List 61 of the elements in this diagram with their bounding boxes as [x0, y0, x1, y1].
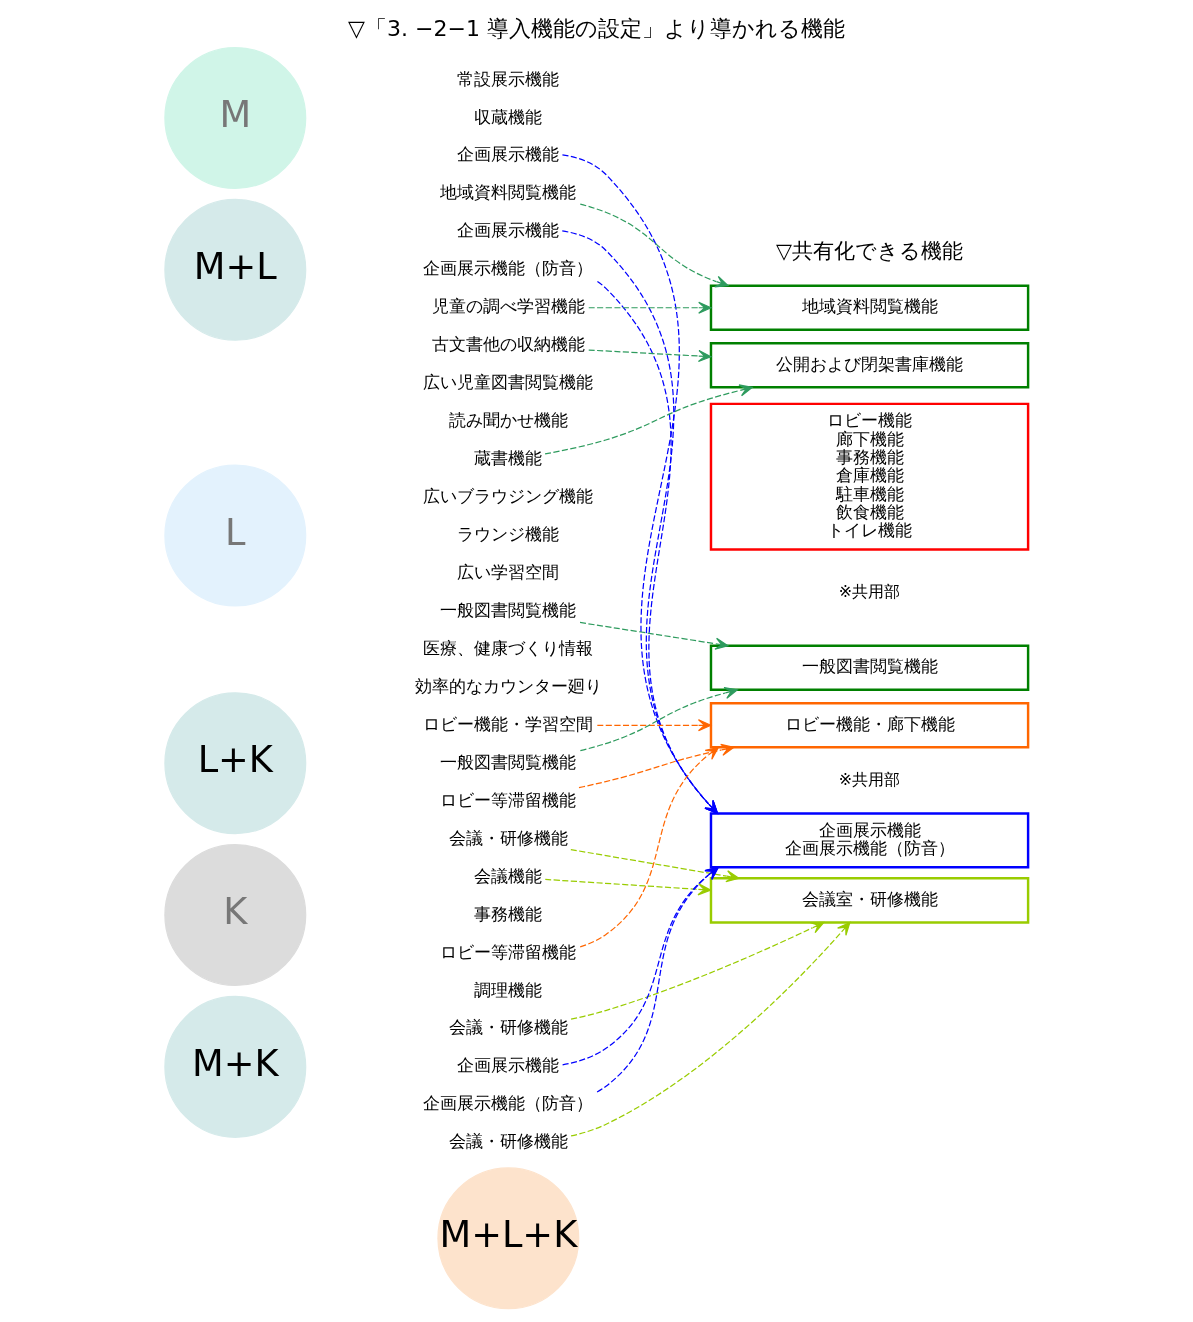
node-circle: L — [164, 464, 307, 607]
node-box: 会議室・研修機能 — [709, 877, 1030, 924]
node-text: 常設展示機能 — [457, 68, 560, 89]
node-text: 企画展示機能 — [457, 220, 560, 241]
node-circle: M — [164, 46, 307, 189]
node-label: ※共用部 — [838, 582, 901, 602]
node-label: ※共用部 — [838, 769, 901, 789]
arrow — [596, 866, 719, 1093]
node-box: 企画展示機能 企画展示機能（防音） — [709, 812, 1030, 869]
label: ▽共有化できる機能 — [776, 238, 964, 263]
node-text: 収蔵機能 — [474, 106, 543, 127]
node-circle: M+L+K — [437, 1167, 580, 1310]
node-text: 地域資料閲覧機能 — [440, 182, 577, 203]
arrow — [562, 866, 719, 1066]
arrow — [579, 687, 738, 752]
node-text: 広い児童図書閲覧機能 — [423, 372, 594, 393]
arrow — [570, 921, 851, 1137]
arrow — [588, 349, 712, 363]
node-box: ロビー機能 廊下機能 事務機能 倉庫機能 駐車機能 飲食機能 トイレ機能 — [709, 402, 1030, 551]
node-text: 一般図書閲覧機能 — [440, 751, 577, 772]
node-box: ロビー機能・廊下機能 — [709, 702, 1030, 749]
node-text: 企画展示機能 — [457, 144, 560, 165]
diagram-title: ▽「3. −2−1 導入機能の設定」より導かれる機能 — [348, 15, 845, 41]
arrow — [588, 301, 712, 314]
node-text: 会議機能 — [474, 865, 543, 886]
node-text: 蔵書機能 — [474, 448, 543, 469]
node-text: 企画展示機能（防音） — [423, 258, 594, 279]
arrow — [596, 719, 712, 732]
arrow — [579, 621, 729, 650]
node-text: 会議・研修機能 — [448, 1017, 568, 1038]
node-text: 会議・研修機能 — [448, 827, 568, 848]
node-circle: M+K — [164, 995, 307, 1138]
node-circle: L+K — [164, 692, 307, 835]
node-text: 読み聞かせ機能 — [448, 410, 568, 431]
arrow — [570, 849, 740, 883]
node-text: 一般図書閲覧機能 — [440, 599, 577, 620]
node-text: 事務機能 — [474, 903, 543, 924]
arrow — [579, 203, 729, 288]
node-text: 児童の調べ学習機能 — [431, 296, 585, 317]
node-text: 会議・研修機能 — [448, 1131, 568, 1152]
node-text: 広い学習空間 — [457, 561, 560, 582]
arrow — [578, 743, 735, 789]
node-text: 広いブラウジング機能 — [423, 486, 594, 507]
arrow — [570, 921, 825, 1020]
node-text: 効率的なカウンター廻り — [414, 675, 602, 696]
node-text: 企画展示機能 — [457, 1055, 560, 1076]
node-text: ロビー等滞留機能 — [440, 941, 577, 962]
node-text: 古文書他の収納機能 — [431, 334, 585, 355]
arrow — [544, 878, 712, 896]
node-text: ロビー等滞留機能 — [440, 789, 577, 810]
node-circle: K — [164, 844, 307, 987]
node-text: 医療、健康づくり情報 — [423, 637, 594, 658]
node-box: 地域資料閲覧機能 — [709, 284, 1030, 332]
node-box: 一般図書閲覧機能 — [709, 644, 1030, 691]
node-text: ラウンジ機能 — [457, 524, 560, 545]
node-box: 公開および閉架書庫機能 — [709, 342, 1030, 389]
node-text: ロビー機能・学習空間 — [423, 713, 594, 734]
arrow — [544, 384, 753, 455]
node-text: 企画展示機能（防音） — [423, 1093, 594, 1114]
node-text: 調理機能 — [474, 979, 543, 1000]
node-circle: M+L — [164, 198, 307, 341]
